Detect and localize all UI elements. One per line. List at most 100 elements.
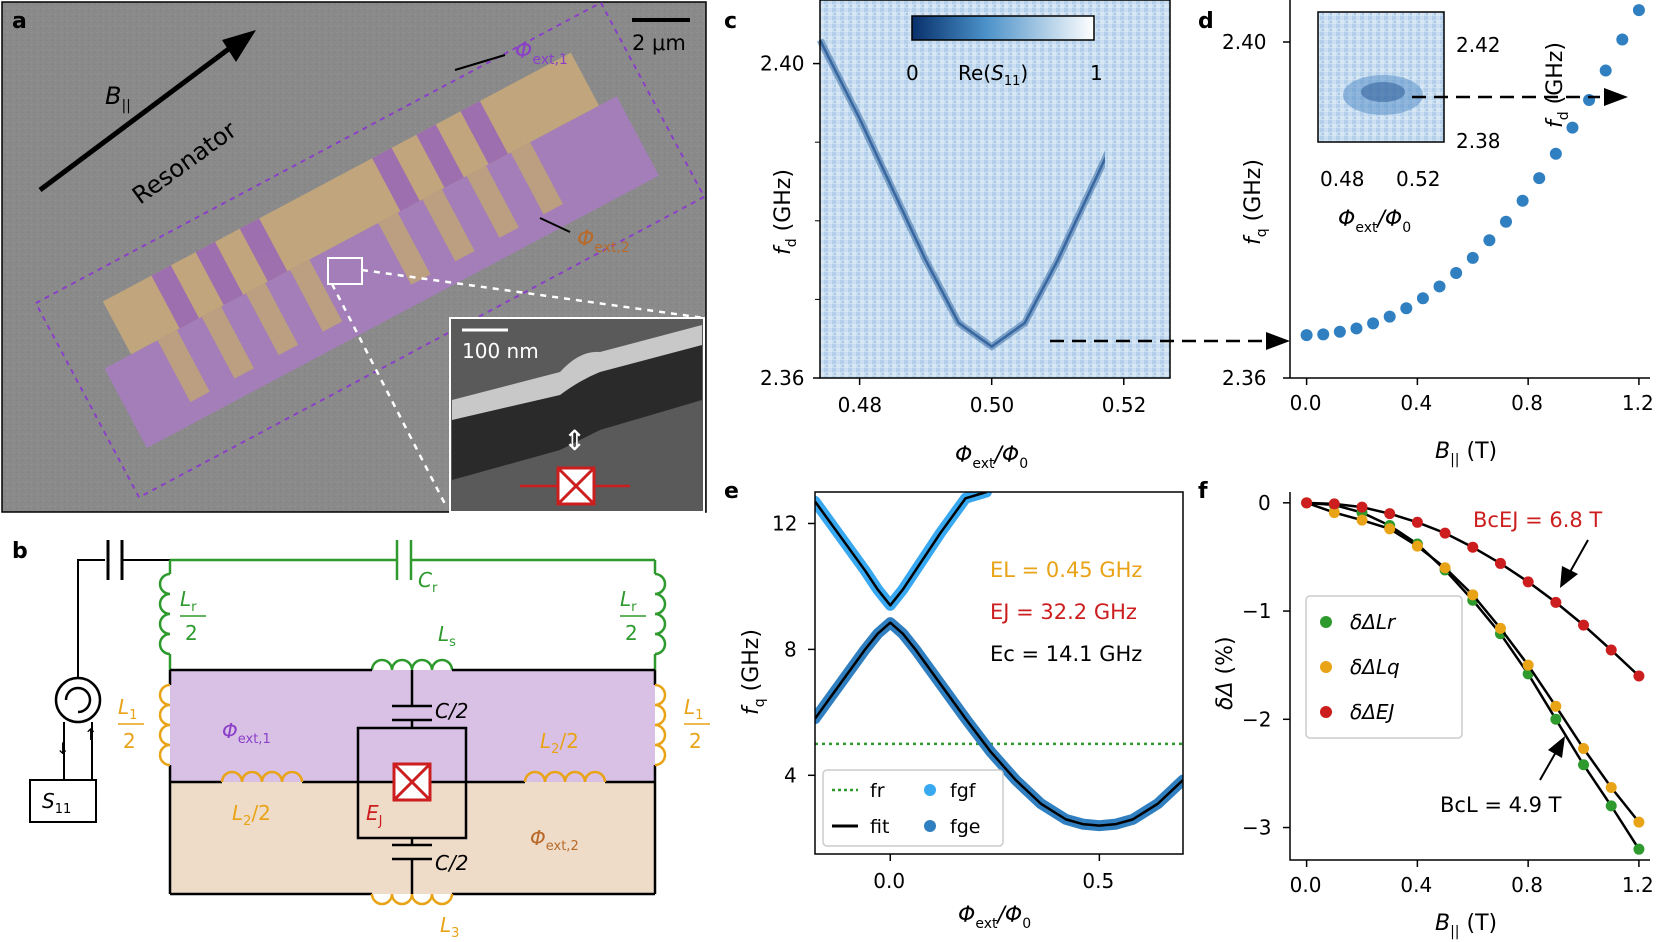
l2-right-label: L2/2 [540,729,579,757]
l1-left-label: L1 2 [118,695,144,753]
xtick-label: 0.52 [1102,393,1147,417]
data-point [1578,743,1590,755]
data-point [1578,759,1590,771]
data-point [1439,527,1451,539]
data-point [1483,234,1496,247]
data-point [1566,121,1579,134]
xtick-label: 0.5 [1082,869,1114,893]
data-point [1522,659,1534,671]
data-point [1328,507,1340,519]
xtick-label: 0.50 [970,393,1015,417]
data-point [1450,267,1463,279]
ytick-label: 8 [784,637,797,661]
data-point [1350,322,1363,335]
ls-label: Ls [438,622,456,650]
phi1-pointer [454,54,506,71]
data-point [1317,328,1330,341]
data-point [1439,562,1451,574]
lr-right-label: Lr 2 [620,587,646,645]
inset-ylabel: fd (GHz) [1543,42,1572,128]
c-half-bottom-label: C/2 [435,851,468,875]
data-point [1516,194,1529,207]
svg-text:L1: L1 [684,695,703,723]
data-point [1633,816,1645,828]
resonator-circuit [158,540,667,670]
data-point [1367,317,1380,330]
ytick-label: 2.40 [760,52,805,76]
panel-c-xlabel: Φext/Φ0 [955,443,1028,472]
panel-b-label: b [12,539,28,564]
data-point [1599,64,1612,77]
ytick-label: 2.36 [1222,366,1267,390]
xtick-label: 1.2 [1622,391,1654,415]
data-point [1400,302,1413,315]
ej-label: EJ [366,801,382,829]
cr-label: Cr [418,568,438,596]
field-arrow [38,45,232,193]
inset-ytick-0: 2.42 [1456,33,1501,57]
data-point [1500,215,1512,228]
c-half-top-label: C/2 [435,699,468,723]
data-point [1533,172,1546,185]
panel-a-label: a [12,9,27,34]
l2-left-label: L2/2 [232,801,271,829]
up-arrow-icon: ↑ [84,725,97,744]
ytick-label: −3 [1242,816,1271,840]
svg-text:Lr: Lr [620,587,637,615]
fgf-data [815,492,992,611]
ytick-label: 12 [772,511,797,535]
panel-f-ylabel: δΔ (%) [1213,636,1238,710]
panel-e-ylabel: fq (GHz) [739,629,768,715]
data-point [1466,251,1479,264]
xtick-label: 0.4 [1400,873,1432,897]
colorbar-min: 0 [906,61,919,85]
xtick-label: 0.0 [1290,391,1322,415]
svg-text:Lr: Lr [180,587,197,615]
arrow-head-icon [1604,88,1628,106]
legend-fge: fge [950,816,980,838]
panel-e-label: e [724,479,739,504]
l1-right-label: L1 2 [684,695,710,753]
qubit-loops [168,668,657,896]
ytick-label: 4 [784,763,797,787]
data-point [1633,843,1645,855]
legend-ej: δΔEJ [1350,700,1395,724]
phi-ext1-label: Φext,1 [515,39,568,68]
field-arrow-head [222,30,256,62]
zoom-line-bottom [330,283,448,507]
ytick-label: 2.36 [760,366,805,390]
s11-label: S11 [42,789,71,817]
data-point [1633,670,1645,682]
data-point [1550,700,1562,712]
data-point [1578,619,1590,631]
loop-inductors [158,683,667,906]
xtick-label: 0.48 [838,393,883,417]
panel-c-frame [819,0,1171,379]
ytick-label: −1 [1242,599,1271,623]
data-point [1522,576,1534,588]
data-point [1300,329,1313,342]
panel-a: a B|| Resonator 2 μm Φ [1,1,707,513]
lr-left-label: Lr 2 [180,587,206,645]
heatmap-background [820,0,1170,378]
data-point [1550,713,1562,725]
data-point [1549,147,1562,160]
phi-ext1-circuit-label: Φext,1 [222,719,271,747]
sem-inset: 100 nm ⇕ [449,317,705,513]
legend-lq: δΔLq [1350,655,1400,679]
xtick-label: 0.8 [1511,391,1543,415]
fgf-fit [815,492,987,607]
data-point [1616,33,1629,46]
panel-f-plot [1301,497,1645,855]
el-annotation: EL = 0.45 GHz [990,558,1142,582]
data-point [1383,310,1396,323]
xtick-label: 0.4 [1400,391,1432,415]
s11-box [29,779,97,823]
resonance-core [818,39,1105,349]
panel-c-ticks: 0.48 0.50 0.52 2.36 2.40 [760,52,1146,417]
inset-ytick-1: 2.38 [1456,129,1501,153]
